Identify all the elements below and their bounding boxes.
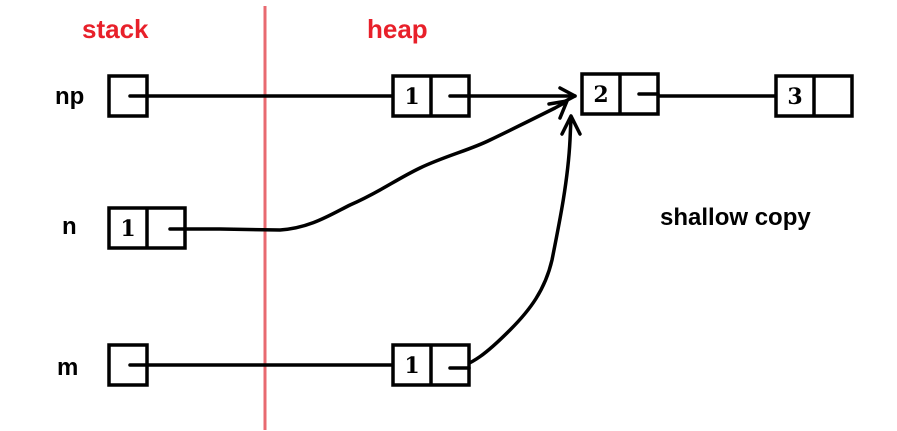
n-next-pointer-curve [170,100,568,232]
n-next-arrowhead [547,99,569,120]
variable-n-label: n [62,213,77,240]
n-value: 1 [120,216,135,242]
node3-value: 3 [787,84,802,110]
caption-shallow-copy: shallow copy [660,204,811,231]
node2-value: 2 [593,82,608,108]
np-stack-cell [107,74,149,118]
m-node1-next-arrowhead [560,114,582,136]
np-node1-value: 1 [404,84,419,110]
variable-m-label: m [57,354,78,381]
n-stack-node: 1 [107,206,187,250]
heap-node-3: 3 [774,74,854,118]
m-node1-next-curve [449,116,573,370]
stack-label: stack [82,14,149,44]
m-heap-node-1: 1 [391,343,471,387]
heap-label: heap [367,14,428,44]
variable-np-label: np [55,83,84,110]
m-node1-value: 1 [404,353,419,379]
